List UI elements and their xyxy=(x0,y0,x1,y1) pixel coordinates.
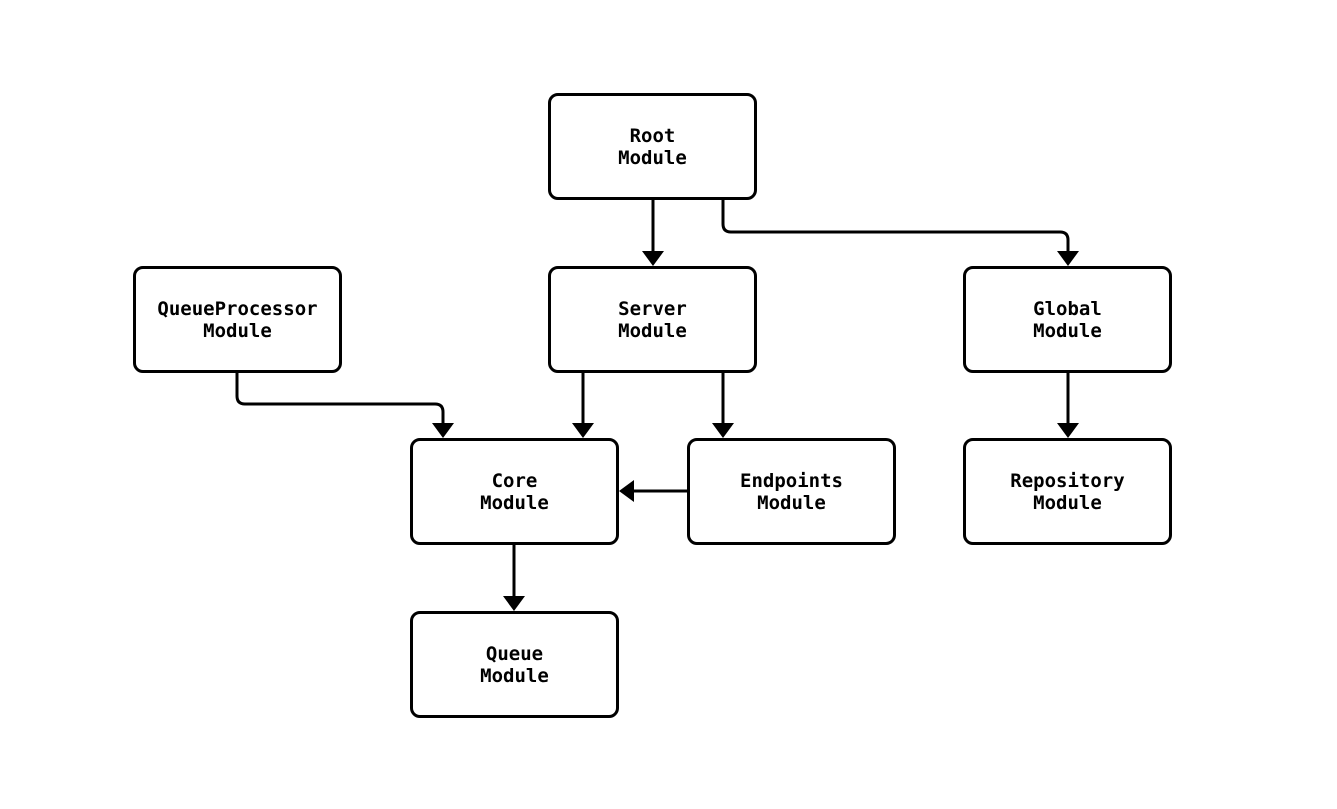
arrowhead-server-to-core xyxy=(572,423,594,438)
node-core-module: Core Module xyxy=(410,438,619,545)
node-label: Server xyxy=(618,297,687,320)
arrowhead-server-to-endpoints xyxy=(712,423,734,438)
node-label: Global xyxy=(1033,297,1102,320)
node-label: Module xyxy=(203,319,272,342)
node-label: Core xyxy=(491,469,538,492)
edge-queueprocessor-to-core xyxy=(235,373,445,425)
node-queue-module: Queue Module xyxy=(410,611,619,718)
node-endpoints-module: Endpoints Module xyxy=(687,438,896,545)
node-label: Module xyxy=(480,491,549,514)
node-label: Root xyxy=(629,124,676,147)
node-label: Module xyxy=(1033,319,1102,342)
edge-root-to-global xyxy=(721,200,1070,253)
arrowhead-core-to-queue xyxy=(503,596,525,611)
arrowhead-endpoints-to-core xyxy=(619,480,634,502)
node-label: Module xyxy=(757,491,826,514)
node-repository-module: Repository Module xyxy=(963,438,1172,545)
node-server-module: Server Module xyxy=(548,266,757,373)
arrowhead-root-to-global xyxy=(1057,251,1079,266)
arrowhead-queueprocessor-to-core xyxy=(432,423,454,438)
node-label: Module xyxy=(1033,491,1102,514)
node-queueprocessor-module: QueueProcessor Module xyxy=(133,266,342,373)
node-label: Endpoints xyxy=(740,469,843,492)
node-label: Queue xyxy=(485,642,544,665)
node-label: QueueProcessor xyxy=(157,297,318,320)
node-label: Module xyxy=(618,146,687,169)
arrowhead-global-to-repository xyxy=(1057,423,1079,438)
node-root-module: Root Module xyxy=(548,93,757,200)
node-label: Module xyxy=(480,664,549,687)
node-label: Module xyxy=(618,319,687,342)
arrowhead-root-to-server xyxy=(642,251,664,266)
node-label: Repository xyxy=(1010,469,1125,492)
node-global-module: Global Module xyxy=(963,266,1172,373)
